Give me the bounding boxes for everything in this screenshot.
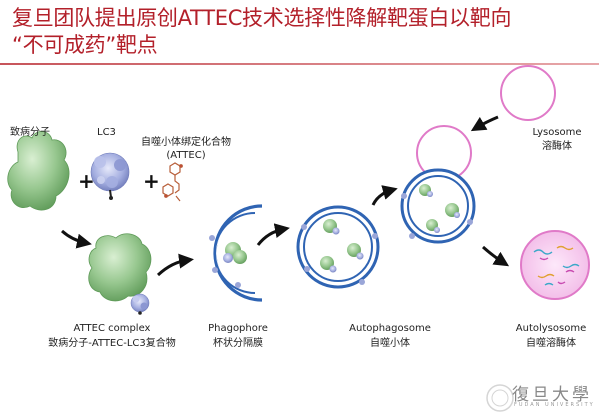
arrow-to-complex	[60, 229, 92, 249]
label-autophagosome-cn: 自噬小体	[370, 338, 410, 349]
label-complex-en: ATTEC complex	[73, 323, 151, 334]
fudan-logo-icon	[486, 384, 514, 412]
label-lysosome-en: Lysosome	[532, 127, 582, 138]
arrow-to-fusion	[371, 185, 398, 206]
label-autolysosome-cn: 自噬溶酶体	[526, 338, 576, 349]
label-phagophore-cn: 杯状分隔膜	[213, 338, 263, 349]
attec-molecule-shape	[162, 162, 183, 202]
autolysosome-shape	[520, 230, 590, 300]
title-line-2: “不可成药”靶点	[12, 33, 158, 57]
label-autophagosome-en: Autophagosome	[349, 323, 431, 334]
label-lc3: LC3	[97, 127, 116, 138]
attec-complex-shape	[88, 233, 152, 315]
label-autolysosome-en: Autolysosome	[515, 323, 587, 334]
arrow-to-autophagosome	[256, 223, 290, 246]
fusion-shape	[400, 125, 476, 244]
logo-subtext: FUDAN UNIVERSITY	[514, 402, 595, 408]
plus-sign-2: +	[143, 169, 160, 193]
label-attec-en: (ATTEC)	[166, 150, 206, 161]
plus-sign-1: +	[78, 169, 95, 193]
slide-title: 复旦团队提出原创ATTEC技术选择性降解靶蛋白以靶向 “不可成药”靶点	[12, 5, 592, 59]
label-phagophore-en: Phagophore	[208, 323, 268, 334]
poi-protein-shape	[7, 131, 70, 211]
label-lysosome-cn: 溶酶体	[542, 141, 572, 152]
label-complex-cn: 致病分子-ATTEC-LC3复合物	[48, 338, 176, 349]
lc3-protein-shape	[90, 152, 130, 200]
title-line-1: 复旦团队提出原创ATTEC技术选择性降解靶蛋白以靶向	[12, 6, 512, 30]
arrow-from-lysosome	[470, 115, 499, 132]
label-poi: 致病分子	[10, 127, 50, 138]
label-attec-cn: 自噬小体绑定化合物	[141, 137, 231, 148]
arrow-to-phagophore	[156, 253, 194, 277]
title-divider	[0, 63, 599, 65]
arrow-to-autolysosome	[481, 245, 510, 267]
logo-text: 復旦大學	[512, 385, 592, 405]
autophagosome-shape	[296, 205, 380, 289]
phagophore-shape	[209, 204, 263, 302]
lysosome-shape	[500, 65, 556, 121]
